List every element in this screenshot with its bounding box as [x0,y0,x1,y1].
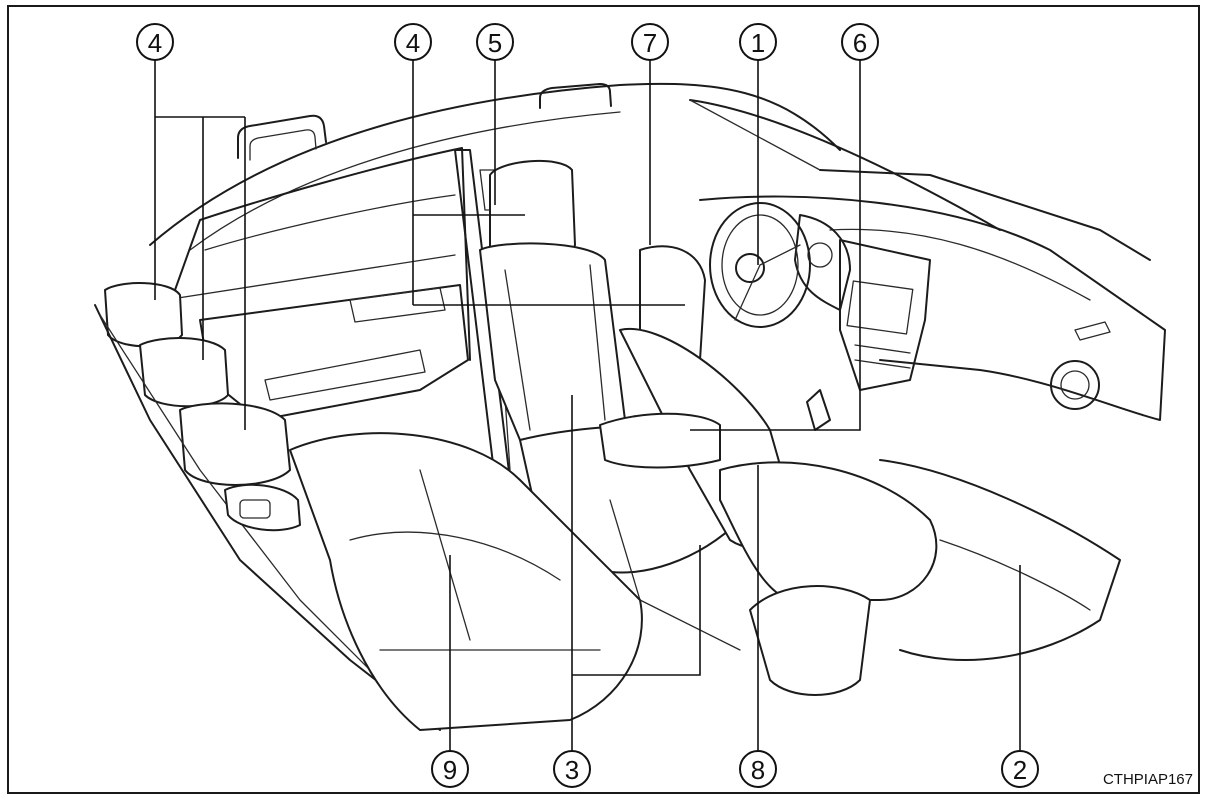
callout-7: 7 [631,23,669,61]
callout-3: 3 [553,750,591,788]
callout-2: 2 [1001,750,1039,788]
callout-1: 1 [739,23,777,61]
leader-lines [154,60,1021,760]
callout-4-top-left-label: 4 [148,28,162,58]
callout-9-label: 9 [443,755,457,785]
callout-5: 5 [476,23,514,61]
callout-8-label: 8 [751,755,765,785]
callout-1-label: 1 [751,28,765,58]
callout-8: 8 [739,750,777,788]
callout-4-top-center-label: 4 [406,28,420,58]
callout-6-label: 6 [853,28,867,58]
callout-9: 9 [431,750,469,788]
callout-7-label: 7 [643,28,657,58]
dashboard-illustration [699,195,1166,661]
callout-6: 6 [841,23,879,61]
callout-4-top-center: 4 [394,23,432,61]
callout-4-top-left: 4 [136,23,174,61]
rear-seat-illustration [94,282,643,731]
callout-2-label: 2 [1013,755,1027,785]
diagram-frame [7,5,1200,794]
callout-3-label: 3 [565,755,579,785]
callout-5-label: 5 [488,28,502,58]
image-code: CTHPIAP167 [1103,771,1193,788]
